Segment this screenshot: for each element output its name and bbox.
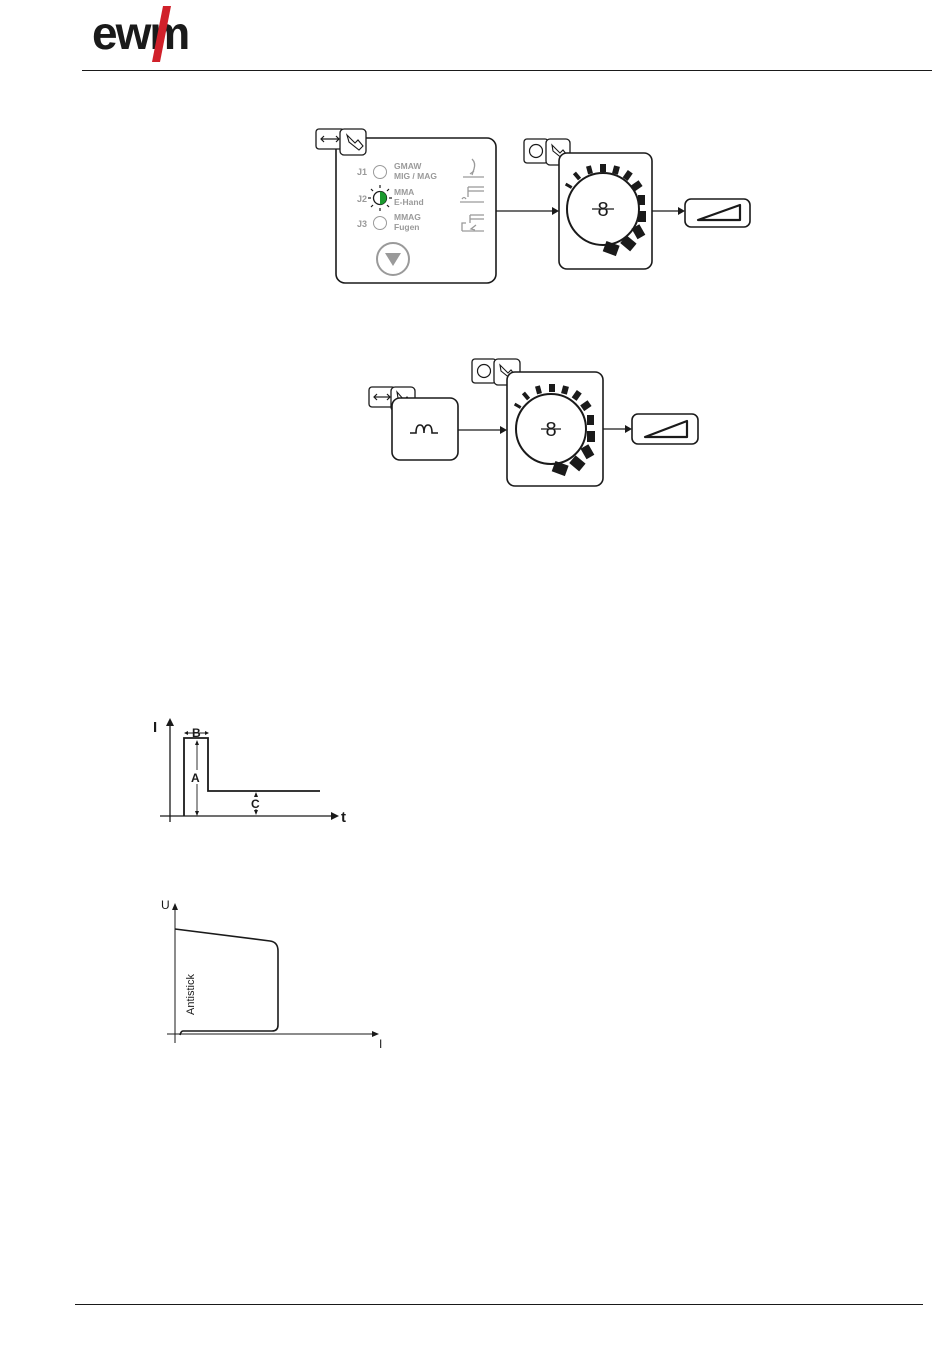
- ramp-display-icon: [632, 414, 698, 444]
- job-process: MMA: [394, 187, 414, 197]
- dim-arrow-icon: [184, 731, 188, 735]
- job-process-sub: MIG / MAG: [394, 171, 437, 181]
- x-axis-arrow-icon: [331, 812, 339, 820]
- arrow-right-icon: [625, 425, 632, 433]
- label-c: C: [251, 797, 260, 811]
- label-b: B: [192, 726, 201, 740]
- dim-arrow-icon: [205, 731, 209, 735]
- ewm-logo-icon: ewm: [90, 4, 225, 64]
- x-axis-arrow-icon: [372, 1031, 379, 1037]
- label-a: A: [191, 771, 200, 785]
- arrow-right-icon: [678, 207, 685, 215]
- y-axis-label: I: [153, 719, 157, 736]
- x-axis-label: I: [379, 1037, 382, 1051]
- header-rule: [82, 70, 932, 71]
- job-code: J2: [357, 194, 367, 204]
- select-button-icon[interactable]: [316, 129, 366, 155]
- arrow-right-icon: [552, 207, 559, 215]
- knob-marker-icon: 8: [545, 419, 556, 441]
- logo-text: ewm: [92, 7, 188, 59]
- curve-label: Antistick: [185, 974, 197, 1015]
- job-process: MMAG: [394, 212, 421, 222]
- diagram-job-selection: J1 GMAW MIG / MAG J2 MMA E-Hand J3: [310, 125, 760, 290]
- knob-marker-icon: 8: [597, 199, 608, 221]
- x-axis-label: t: [341, 809, 346, 826]
- dim-arrow-icon: [195, 811, 199, 816]
- arrow-right-icon: [500, 426, 507, 434]
- rotary-knob[interactable]: 8: [516, 394, 586, 464]
- dim-arrow-icon: [195, 740, 199, 745]
- chart-antistick: U I Antistick: [155, 895, 390, 1055]
- rotary-knob[interactable]: 8: [567, 173, 639, 245]
- job-process-sub: E-Hand: [394, 197, 424, 207]
- footer-rule: [75, 1304, 923, 1305]
- job-process-sub: Fugen: [394, 222, 420, 232]
- scroll-down-button[interactable]: [377, 243, 409, 275]
- job-code: J1: [357, 167, 367, 177]
- job-code: J3: [357, 219, 367, 229]
- ramp-display-icon: [685, 199, 750, 227]
- y-axis-arrow-icon: [172, 903, 178, 910]
- chart-hotstart: I t B A C: [150, 712, 360, 832]
- job-process: GMAW: [394, 161, 422, 171]
- y-axis-arrow-icon: [166, 718, 174, 726]
- brand-logo: ewm: [90, 4, 225, 64]
- arcforce-button[interactable]: [392, 398, 458, 460]
- diagram-arcforce-setting: 8: [365, 355, 710, 495]
- y-axis-label: U: [161, 898, 170, 912]
